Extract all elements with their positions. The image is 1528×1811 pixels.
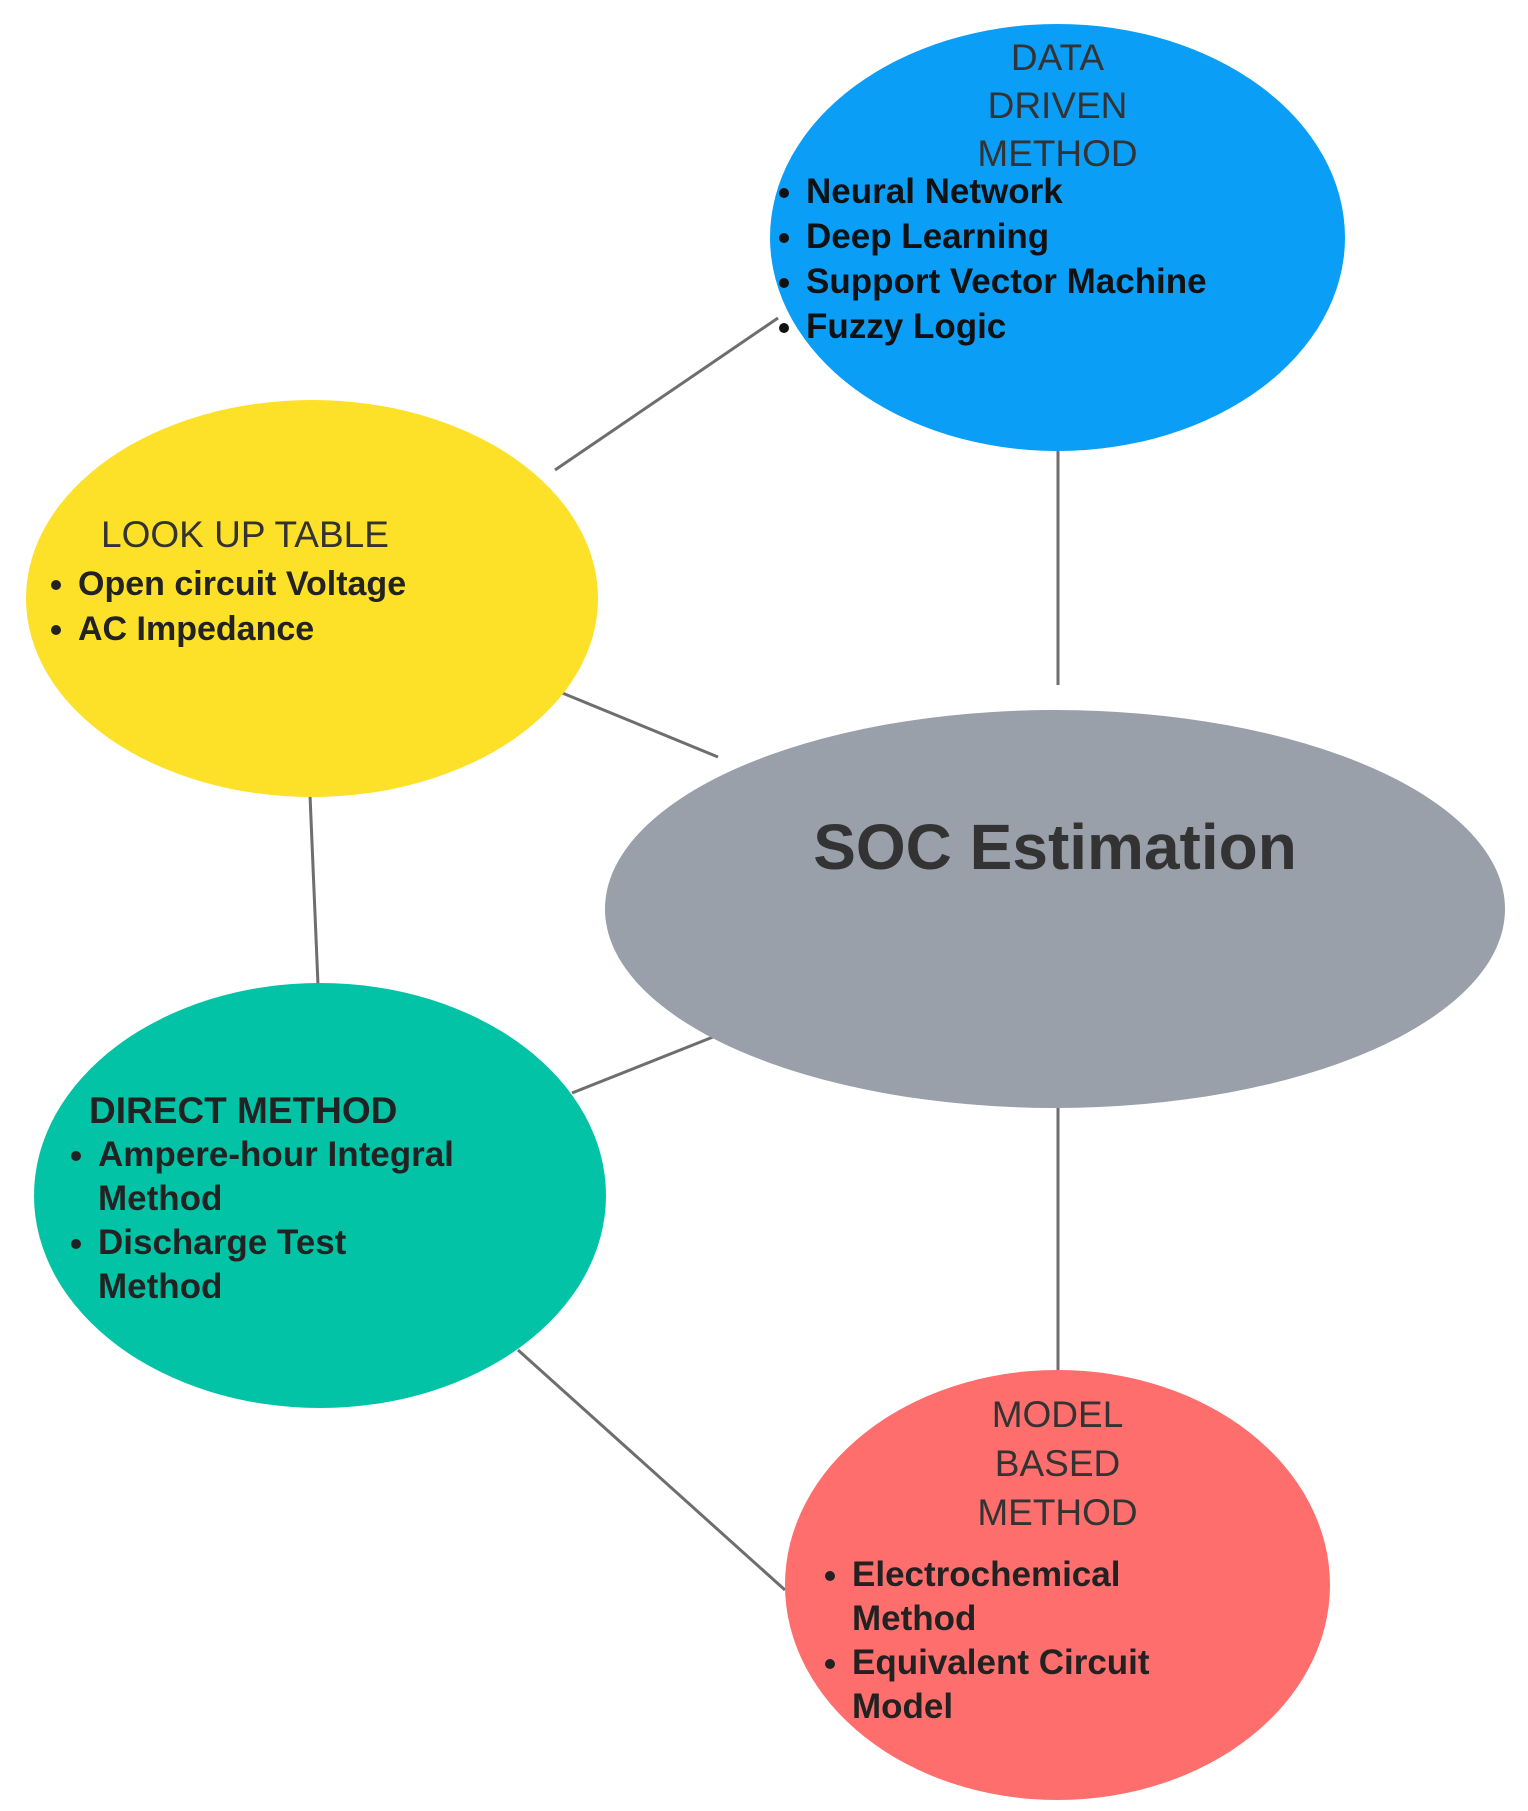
node-model-based-method: MODEL BASED METHOD Electrochemical Metho… (785, 1370, 1330, 1800)
node-data-driven-method: DATA DRIVEN METHOD Neural Network Deep L… (770, 24, 1345, 451)
model-based-title: MODEL BASED METHOD (977, 1394, 1138, 1533)
data-driven-title: DATA DRIVEN METHOD (977, 37, 1138, 174)
center-node-soc-estimation: SOC Estimation (605, 710, 1505, 1108)
list-item: Open circuit Voltage (78, 562, 406, 607)
connector-center-to-direct (571, 1033, 719, 1095)
list-item: Electrochemical Method (852, 1553, 1252, 1641)
connector-direct-to-model (516, 1348, 787, 1592)
list-item: AC Impedance (78, 607, 406, 652)
list-item: Deep Learning (806, 214, 1446, 259)
list-item: Support Vector Machine (806, 259, 1446, 304)
connector-lookup-to-center (554, 688, 719, 759)
connector-lookup-to-datadriven (554, 316, 779, 472)
node-look-up-table: LOOK UP TABLE Open circuit Voltage AC Im… (26, 400, 598, 797)
list-item: Fuzzy Logic (806, 304, 1446, 349)
list-item: Equivalent Circuit Model (852, 1641, 1252, 1729)
data-driven-items: Neural Network Deep Learning Support Vec… (764, 169, 1446, 349)
look-up-table-items: Open circuit Voltage AC Impedance (36, 562, 406, 652)
list-item: Discharge Test Method (98, 1221, 478, 1309)
direct-method-title: DIRECT METHOD (89, 1090, 398, 1131)
direct-method-items: Ampere-hour Integral Method Discharge Te… (56, 1133, 478, 1309)
center-label: SOC Estimation (813, 811, 1297, 883)
connector-lookup-to-direct (308, 794, 320, 986)
node-direct-method: DIRECT METHOD Ampere-hour Integral Metho… (34, 983, 606, 1408)
model-based-items: Electrochemical Method Equivalent Circui… (810, 1553, 1252, 1729)
list-item: Neural Network (806, 169, 1446, 214)
look-up-table-title: LOOK UP TABLE (101, 514, 389, 555)
list-item: Ampere-hour Integral Method (98, 1133, 478, 1221)
